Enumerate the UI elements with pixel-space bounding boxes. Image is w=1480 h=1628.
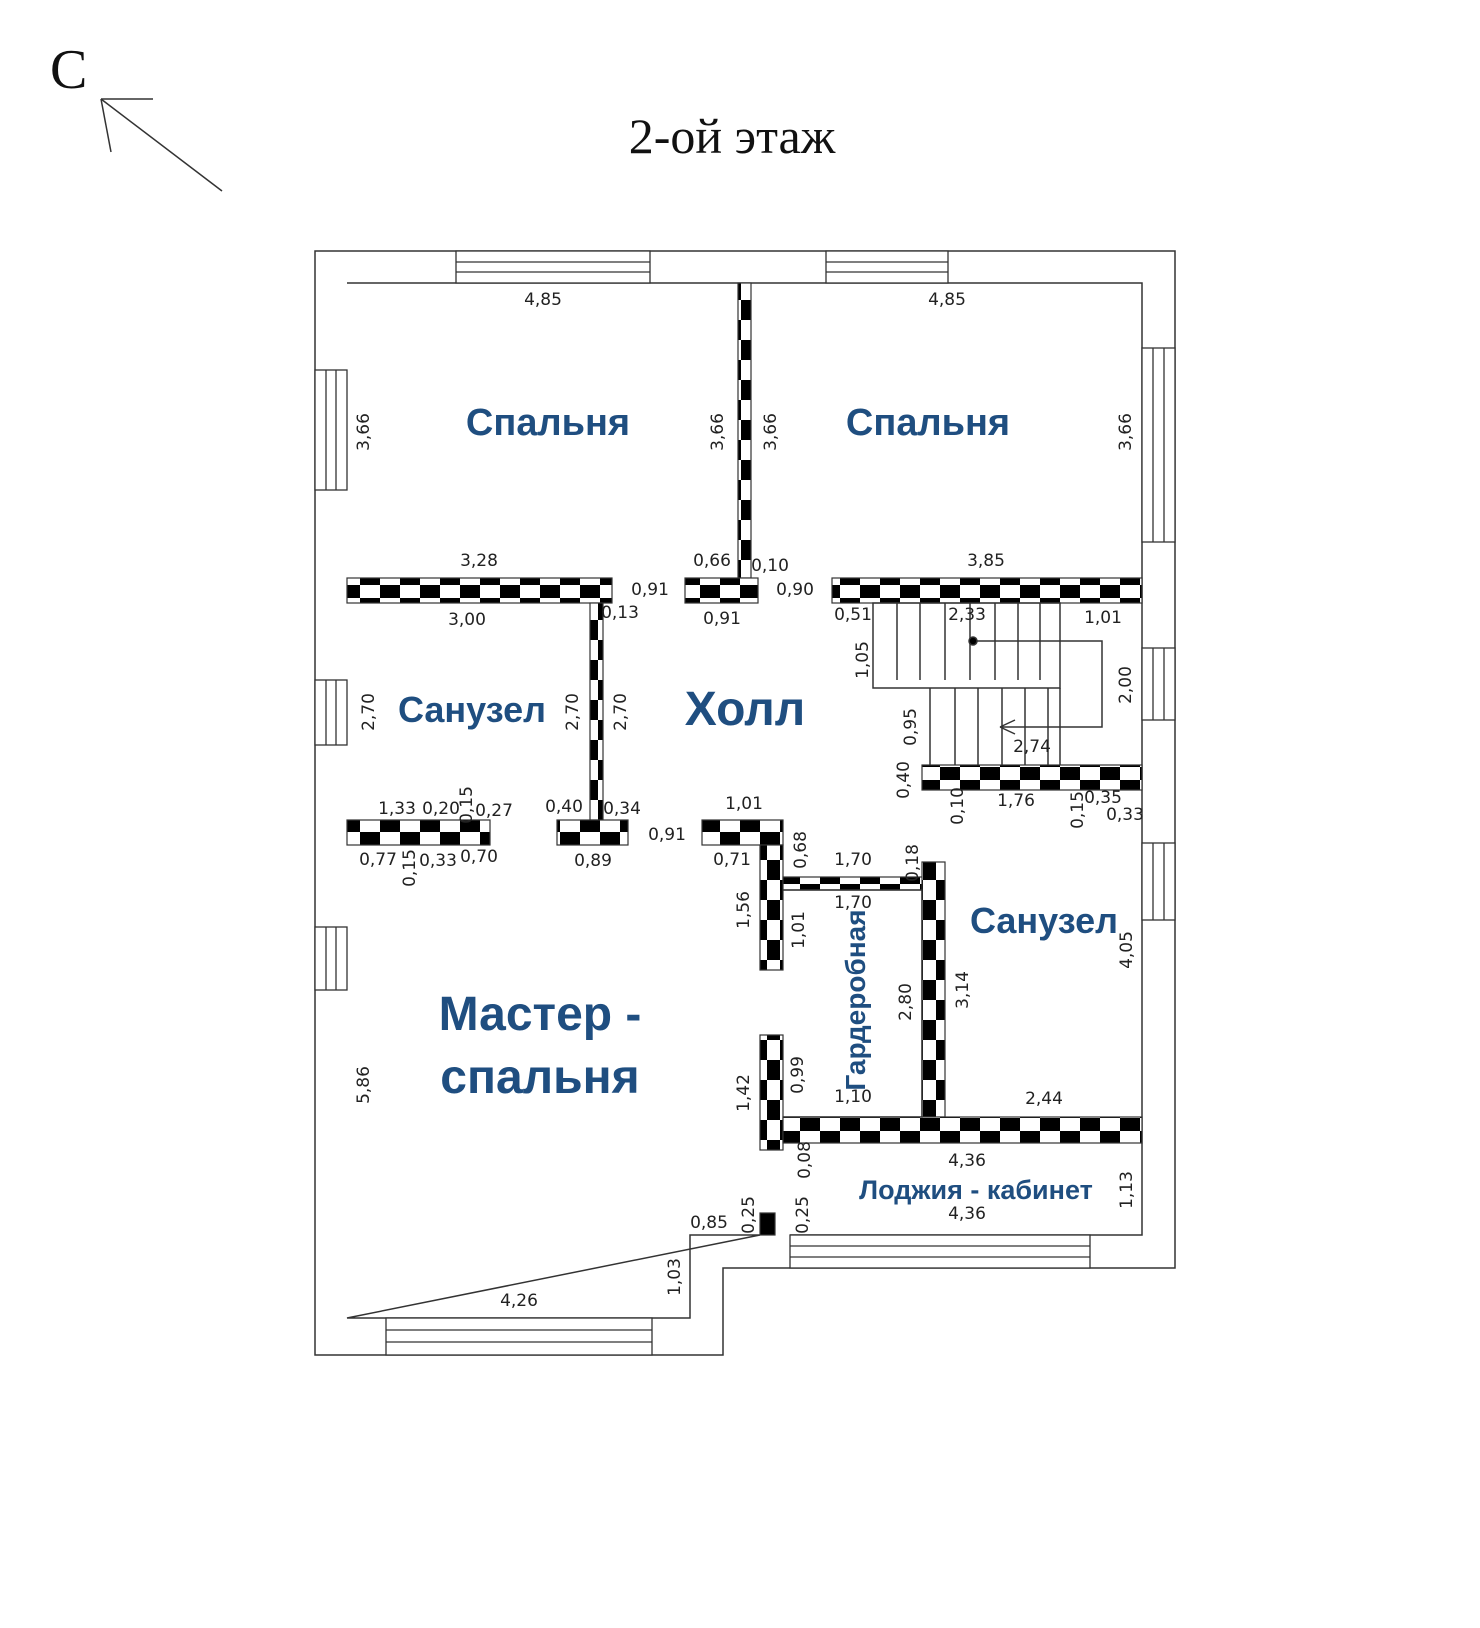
- room-labels: Спальня Спальня Санузел Холл Мастер - сп…: [398, 402, 1118, 1205]
- dimension-label: 0,85: [690, 1213, 728, 1233]
- dimension-label: 0,25: [793, 1196, 813, 1234]
- dimension-label: 0,95: [901, 708, 921, 746]
- staircase: [872, 602, 1103, 765]
- dimension-label: 0,51: [834, 605, 872, 625]
- dimension-label: 2,70: [359, 693, 379, 731]
- dimension-label: 2,00: [1116, 666, 1136, 704]
- dimension-label: 0,90: [776, 580, 814, 600]
- dimension-label: 0,15: [1068, 791, 1088, 829]
- dimension-label: 0,71: [713, 850, 751, 870]
- dimension-label: 1,05: [853, 641, 873, 679]
- dimension-label: 1,70: [834, 893, 872, 913]
- dimension-label: 0,70: [460, 847, 498, 867]
- dimension-label: 0,18: [903, 844, 923, 882]
- dimension-label: 4,36: [948, 1151, 986, 1171]
- dimension-label: 3,66: [708, 413, 728, 451]
- windows: [314, 250, 1176, 1356]
- dimension-label: 3,28: [460, 551, 498, 571]
- dimension-label: 0,13: [601, 603, 639, 623]
- plan-title: 2-ой этаж: [629, 108, 836, 164]
- dimension-label: 1,13: [1117, 1171, 1137, 1209]
- dimension-label: 0,34: [603, 799, 641, 819]
- dimension-label: 2,80: [896, 983, 916, 1021]
- dimension-label: 3,14: [953, 971, 973, 1009]
- dimension-label: 2,70: [611, 693, 631, 731]
- room-bathroom-left: Санузел: [398, 689, 546, 730]
- dimension-label: 3,66: [1116, 413, 1136, 451]
- interior-walls: [346, 282, 1143, 1236]
- dimension-label: 2,70: [563, 693, 583, 731]
- dimension-label: 0,91: [703, 609, 741, 629]
- dimension-label: 0,10: [751, 556, 789, 576]
- dimension-label: 0,08: [795, 1141, 815, 1179]
- dimension-label: 1,33: [378, 799, 416, 819]
- dimension-label: 0,40: [894, 761, 914, 799]
- dimension-label: 1,42: [734, 1074, 754, 1112]
- dimension-label: 4,05: [1117, 931, 1137, 969]
- dimension-label: 3,85: [967, 551, 1005, 571]
- dimension-labels: 4,85 4,85 3,66 3,66 3,66 3,66 3,28 0,66 0,10 3,85…: [354, 290, 1144, 1311]
- room-hall: Холл: [685, 683, 806, 736]
- dimension-label: 4,36: [948, 1204, 986, 1224]
- room-bathroom-right: Санузел: [970, 900, 1118, 941]
- dimension-label: 0,89: [574, 851, 612, 871]
- dimension-label: 1,01: [725, 794, 763, 814]
- room-wardrobe: Гардеробная: [840, 909, 871, 1090]
- dimension-label: 0,91: [631, 580, 669, 600]
- dimension-label: 5,86: [354, 1066, 374, 1104]
- dimension-label: 0,33: [1106, 805, 1144, 825]
- dimension-label: 0,68: [791, 831, 811, 869]
- room-bedroom-right: Спальня: [846, 402, 1010, 444]
- dimension-label: 0,99: [788, 1056, 808, 1094]
- dimension-label: 0,25: [739, 1196, 759, 1234]
- dimension-label: 1,70: [834, 850, 872, 870]
- dimension-label: 2,33: [948, 605, 986, 625]
- room-bedroom-left: Спальня: [466, 402, 630, 444]
- dimension-label: 0,33: [419, 851, 457, 871]
- dimension-label: 0,35: [1084, 788, 1122, 808]
- room-master-line2: спальня: [440, 1051, 639, 1104]
- dimension-label: 2,74: [1013, 737, 1051, 757]
- dimension-label: 0,77: [359, 850, 397, 870]
- dimension-label: 3,66: [761, 413, 781, 451]
- dimension-label: 0,27: [475, 801, 513, 821]
- dimension-label: 0,40: [545, 797, 583, 817]
- dimension-label: 2,44: [1025, 1089, 1063, 1109]
- north-arrow-icon: [100, 98, 223, 192]
- dimension-label: 0,15: [400, 849, 420, 887]
- dimension-label: 1,01: [789, 911, 809, 949]
- dimension-label: 3,66: [354, 413, 374, 451]
- room-loggia-office: Лоджия - кабинет: [859, 1175, 1093, 1205]
- dimension-label: 4,85: [928, 290, 966, 310]
- dimension-label: 4,26: [500, 1291, 538, 1311]
- room-master-line1: Мастер -: [439, 988, 642, 1041]
- dimension-label: 1,01: [1084, 608, 1122, 628]
- dimension-label: 4,85: [524, 290, 562, 310]
- dimension-label: 0,15: [457, 786, 477, 824]
- dimension-label: 0,20: [422, 799, 460, 819]
- dimension-label: 0,91: [648, 825, 686, 845]
- dimension-label: 1,56: [734, 891, 754, 929]
- dimension-label: 0,66: [693, 551, 731, 571]
- dimension-label: 0,10: [948, 787, 968, 825]
- north-label: С: [50, 39, 87, 101]
- dimension-label: 3,00: [448, 610, 486, 630]
- dimension-label: 1,10: [834, 1087, 872, 1107]
- dimension-label: 1,03: [665, 1258, 685, 1296]
- dimension-label: 1,76: [997, 791, 1035, 811]
